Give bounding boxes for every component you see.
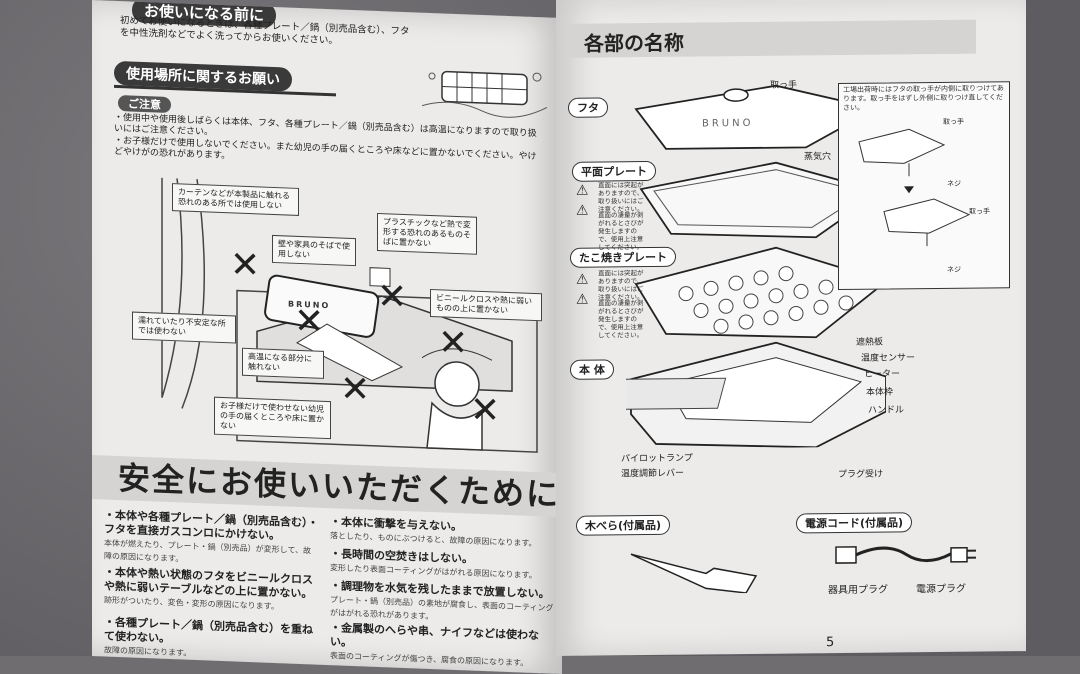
- bubble-children: お子様だけで使わせない幼児の手の届くところや床に置かない: [214, 397, 331, 439]
- spatula-illustration: [626, 538, 766, 594]
- lid-label-steam-hole: 蒸気穴: [804, 149, 831, 162]
- plug-label-appliance: 器具用プラグ: [828, 581, 888, 597]
- warning-flat-text-a: 直面には突起がありますので、取り扱いにはご注意ください。: [598, 181, 648, 214]
- tag-lid: フタ: [568, 97, 608, 117]
- tag-body: 本 体: [570, 359, 614, 379]
- safety-item-6: ・調理物を水気を残したままで放置しない。 プレート・鍋（別売品）の素地が腐食し、…: [330, 579, 555, 628]
- note-label-screw-2: ネジ: [947, 265, 961, 275]
- page-number: 5: [826, 635, 834, 650]
- note-label-screw-1: ネジ: [947, 179, 961, 189]
- bubble-hot: 高温になる部分に触れない: [242, 348, 324, 379]
- x-mark-6: ✕: [470, 393, 500, 430]
- plug-label-power: 電源プラグ: [916, 580, 966, 596]
- safety-item-2-head: ・本体や熱い状態のフタをビニールクロスや熱に弱いテーブルなどの上に置かない。: [104, 565, 313, 600]
- intro-text: 初めてお使いになるときは、各種プレート／鍋（別売品含む）、フタを中性洗剤などでよ…: [120, 15, 410, 50]
- safety-item-5-sub: 変形したり表面コーティングがはがれる原因になります。: [330, 563, 537, 580]
- body-label-plug-receptacle: プラグ受け: [838, 467, 883, 480]
- note-box-text: 工場出荷時にはフタの取っ手が内側に取りつけてあります。取っ手をはずし外側に取りつ…: [843, 84, 1005, 113]
- safety-item-1: ・本体や各種プレート／鍋（別売品含む）・フタを直接ガスコンロにかけない。 本体が…: [104, 508, 319, 570]
- x-mark-2: ✕: [377, 279, 407, 316]
- safety-item-3-head: ・各種プレート／鍋（別売品含む）を重ねて使わない。: [104, 615, 313, 645]
- body-label-temp-lever: 温度調節レバー: [621, 466, 684, 480]
- note-label-handle-2: 取っ手: [969, 206, 990, 216]
- bubble-curtain: カーテンなどが本製品に触れる恐れのある所では使用しない: [172, 183, 299, 216]
- body-label-heat-shield: 遮熱板: [856, 335, 883, 348]
- x-mark-4: ✕: [438, 325, 468, 362]
- safety-item-5-head: ・長時間の空焚きはしない。: [330, 547, 473, 565]
- right-page: 各部の名称 フタ 平面プレート たこ焼きプレート 本 体 取っ手 蒸気穴 BRU…: [556, 0, 1026, 656]
- caution-label: ご注意: [118, 95, 171, 113]
- note-box: 工場出荷時にはフタの取っ手が内側に取りつけてあります。取っ手をはずし外側に取りつ…: [838, 81, 1010, 290]
- lid-label-handle: 取っ手: [770, 77, 797, 90]
- safety-item-4-sub: 落としたり、ものにぶつけると、故障の原因になります。: [330, 531, 537, 548]
- warning-flat-text-b: 直面の凄量が剥がれるとさびが発生しますので、使用上注意してください。: [598, 211, 648, 252]
- handle-attach-illustration: [849, 120, 999, 287]
- safety-item-3: ・各種プレート／鍋（別売品含む）を重ねて使わない。 故障の原因になります。: [104, 615, 319, 664]
- warning-tako-text-a: 直面には突起がありますので、取り扱いにはご注意ください。: [598, 269, 648, 302]
- safety-section-title: 安全にお使いいただくために: [92, 455, 560, 517]
- x-mark-1: ✕: [230, 247, 260, 284]
- tag-spatula: 木べら(付属品): [576, 515, 670, 536]
- tag-power-cord: 電源コード(付属品): [796, 512, 912, 533]
- power-cord-illustration: [826, 535, 986, 577]
- bubble-wet: 濡れていたり不安定な所では使わない: [132, 312, 236, 344]
- body-label-heater: ヒーター: [864, 366, 900, 379]
- left-page: お使いになる前に 初めてお使いになるときは、各種プレート／鍋（別売品含む）、フタ…: [92, 0, 562, 674]
- safety-item-2: ・本体や熱い状態のフタをビニールクロスや熱に弱いテーブルなどの上に置かない。 跡…: [104, 565, 319, 614]
- safety-item-1-head: ・本体や各種プレート／鍋（別売品含む）・フタを直接ガスコンロにかけない。: [104, 508, 319, 542]
- body-label-temp-sensor: 温度センサー: [861, 350, 915, 364]
- safety-item-7: ・金属製のへらや串、ナイフなどは使わない。 表面のコーティングが傷つき、腐食の原…: [330, 621, 555, 671]
- body-label-handle: ハンドル: [868, 402, 904, 415]
- lid-brand: BRUNO: [702, 118, 753, 130]
- safety-item-4-head: ・本体に衝撃を与えない。: [330, 515, 462, 533]
- washing-plate-illustration: [422, 61, 552, 121]
- bubble-wall: 壁や家具のそばで使用しない: [272, 235, 356, 266]
- safety-item-7-sub: 表面のコーティングが傷つき、腐食の原因になります。: [330, 651, 528, 668]
- safety-item-5: ・長時間の空焚きはしない。 変形したり表面コーティングがはがれる原因になります。: [330, 547, 555, 583]
- x-mark-5: ✕: [340, 372, 370, 409]
- body-label-frame: 本体枠: [866, 384, 893, 397]
- warning-tako-text-b: 直面の凄量が剥がれるとさびが発生しますので、使用上注意してください。: [598, 299, 648, 340]
- bubble-vinyl: ビニールクロスや熱に弱いものの上に置かない: [430, 289, 542, 321]
- parts-title: 各部の名称: [584, 27, 684, 57]
- safety-item-4: ・本体に衝撃を与えない。 落としたり、ものにぶつけると、故障の原因になります。: [330, 515, 555, 551]
- note-label-handle-1: 取っ手: [943, 117, 964, 127]
- x-mark-3: ✕: [294, 304, 324, 341]
- body-label-pilot-lamp: パイロットランプ: [621, 451, 693, 465]
- bubble-plastic: プラスチックなど熱で変形する恐れのあるものそばに置かない: [377, 213, 477, 255]
